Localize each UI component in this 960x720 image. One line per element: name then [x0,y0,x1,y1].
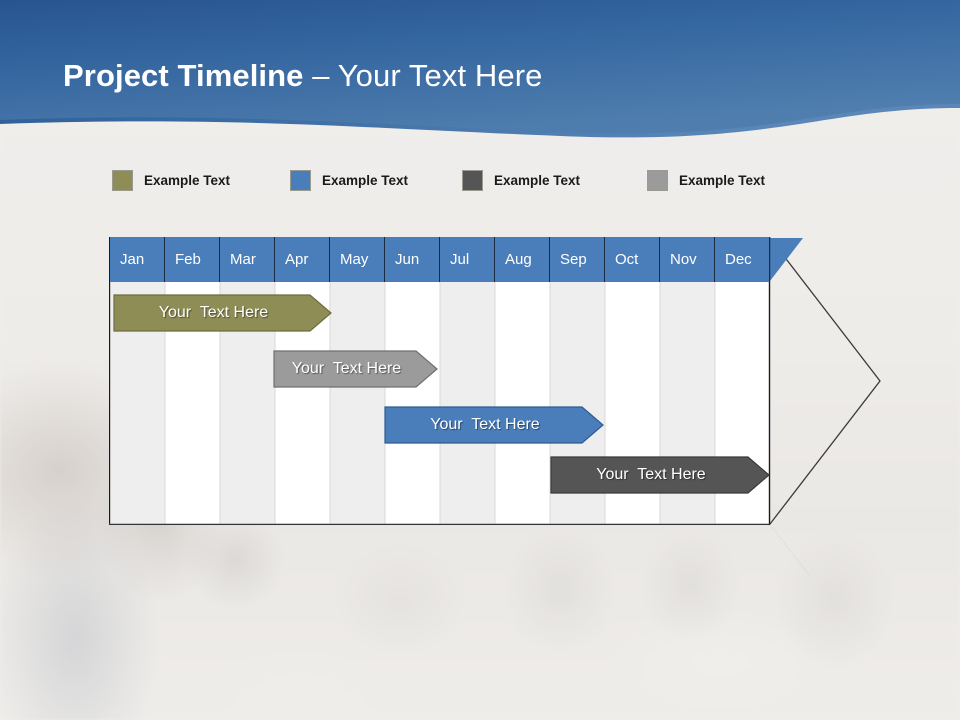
timeline-bar-4[interactable]: Your Text Here [550,456,770,494]
legend-label-1: Example Text [144,173,231,188]
page-title-light: Your Text Here [337,58,543,93]
month-header-may[interactable]: May [330,237,385,282]
bar-arrow-shape [550,456,770,494]
month-header-nov[interactable]: Nov [660,237,715,282]
bar-label: Your Text Here [158,304,269,321]
month-label: Oct [615,251,639,268]
timeline-bar-1[interactable]: Your Text Here [113,294,332,332]
month-label: Jan [120,251,145,268]
bar-label: Your Text Here [596,466,706,483]
column-stripe [330,282,385,524]
month-header-mar[interactable]: Mar [220,237,275,282]
column-stripe [385,282,440,524]
month-header-apr[interactable]: Apr [275,237,330,282]
page-title: Project Timeline – Your Text Here [63,57,542,95]
month-label: May [340,251,369,268]
header-shape [0,0,960,138]
month-header-jul[interactable]: Jul [440,237,495,282]
slide-header: Project Timeline – Your Text Here [0,0,960,150]
month-label: Jul [450,251,470,268]
timeline-bar-2[interactable]: Your Text Here [273,350,438,388]
page-title-bold: Project Timeline [63,58,304,93]
timeline-arrow-head [769,237,881,525]
timeline-arrow-head-blue-cap [770,238,803,281]
legend-label-2: Example Text [322,173,409,188]
legend-swatch-blue [290,170,311,191]
month-label: Apr [285,251,309,268]
month-label: Sep [560,251,587,268]
timeline-chart: Jan Feb Mar Apr May Jun Jul Aug Sep Oct Nov Dec You… [109,237,881,525]
legend-swatch-light-gray [647,170,668,191]
bar-label: Your Text Here [291,360,402,377]
timeline-reflection [109,523,810,576]
month-header-jan[interactable]: Jan [110,237,165,282]
legend-swatch-dark-gray [462,170,483,191]
page-title-separator: – [303,58,338,93]
legend-item-2[interactable]: Example Text [290,170,408,191]
legend-label-3: Example Text [494,173,581,188]
legend: Example Text Example Text Example Text E… [110,170,830,194]
legend-item-4[interactable]: Example Text [647,170,765,191]
bar-arrow-shape [113,294,332,332]
legend-swatch-olive [112,170,133,191]
month-label: Jun [395,251,420,268]
month-header-sep[interactable]: Sep [550,237,605,282]
column-stripe [495,282,550,524]
timeline-bar-3[interactable]: Your Text Here [384,406,604,444]
month-header-aug[interactable]: Aug [495,237,550,282]
legend-item-1[interactable]: Example Text [112,170,230,191]
month-label: Aug [505,251,532,268]
month-header-feb[interactable]: Feb [165,237,220,282]
bar-arrow-shape [384,406,604,444]
month-header-oct[interactable]: Oct [605,237,660,282]
month-label: Mar [230,251,256,268]
column-stripe [440,282,495,524]
month-label: Feb [175,251,201,268]
bar-label: Your Text Here [430,416,540,433]
month-header-dec[interactable]: Dec [715,237,770,282]
month-label: Dec [725,251,752,268]
legend-item-3[interactable]: Example Text [462,170,580,191]
legend-label-4: Example Text [679,173,766,188]
month-label: Nov [670,251,697,268]
bar-arrow-shape [273,350,438,388]
month-header-jun[interactable]: Jun [385,237,440,282]
